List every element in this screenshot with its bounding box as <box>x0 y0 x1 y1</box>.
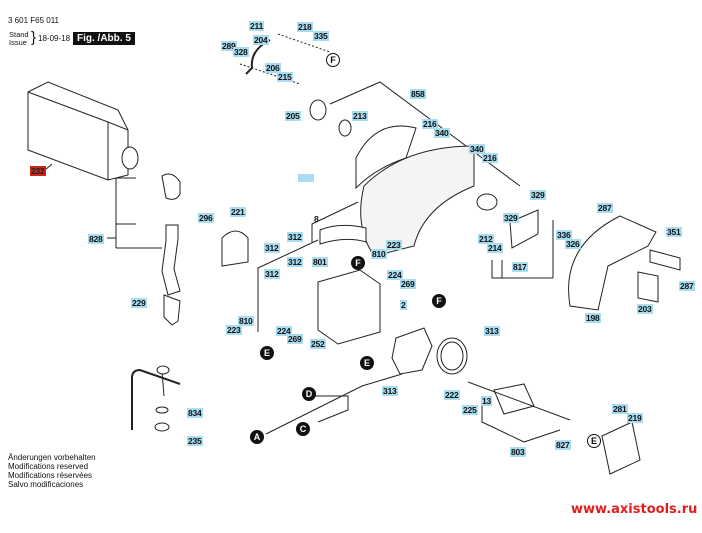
part-label-810: 810 <box>238 316 254 326</box>
issue-date: 18-09-18 <box>38 34 71 43</box>
stand-label: Stand <box>9 30 29 39</box>
part-label-312: 312 <box>264 243 280 253</box>
part-label-232-highlighted: 232 <box>30 166 46 176</box>
part-label-817: 817 <box>512 262 528 272</box>
part-label-810: 810 <box>371 249 387 259</box>
part-label-213: 213 <box>352 111 368 121</box>
part-label-219: 219 <box>627 413 643 423</box>
note-fr: Modifications réservées <box>8 471 93 480</box>
part-label-313: 313 <box>484 326 500 336</box>
part-label-218: 218 <box>297 22 313 32</box>
part-label-216: 216 <box>482 153 498 163</box>
callout-c: C <box>296 422 310 436</box>
callout-f: F <box>351 256 365 270</box>
part-label-287: 287 <box>679 281 695 291</box>
part-label-229: 229 <box>131 298 147 308</box>
part-label-205: 205 <box>285 111 301 121</box>
callout-f: F <box>432 294 446 308</box>
part-label-252: 252 <box>310 339 326 349</box>
part-label-281: 281 <box>612 404 628 414</box>
callout-e: E <box>260 346 274 360</box>
part-label-224: 224 <box>387 270 403 280</box>
brace: } <box>31 29 37 46</box>
callout-d: D <box>302 387 316 401</box>
callout-f: F <box>326 53 340 67</box>
part-label-223: 223 <box>226 325 242 335</box>
part-label-269: 269 <box>287 334 303 344</box>
part-label-198: 198 <box>585 313 601 323</box>
part-label-326: 326 <box>565 239 581 249</box>
part-label-287: 287 <box>597 203 613 213</box>
part-label-212: 212 <box>478 234 494 244</box>
part-label-224: 224 <box>276 326 292 336</box>
part-label-13: 13 <box>481 396 493 406</box>
callout-e: E <box>587 434 601 448</box>
part-label-312: 312 <box>287 257 303 267</box>
part-label-211: 211 <box>249 21 265 31</box>
part-label-312: 312 <box>264 269 280 279</box>
part-label-223: 223 <box>386 240 402 250</box>
part-label-803: 803 <box>510 447 526 457</box>
part-label-222: 222 <box>444 390 460 400</box>
part-label-216: 216 <box>422 119 438 129</box>
part-label-858: 858 <box>410 89 426 99</box>
part-label-351: 351 <box>666 227 682 237</box>
part-label-828: 828 <box>88 234 104 244</box>
callout-a: A <box>250 430 264 444</box>
part-label-206: 206 <box>265 63 281 73</box>
note-en: Modifications reserved <box>8 462 89 471</box>
part-label-335: 335 <box>313 31 329 41</box>
part-label-296: 296 <box>198 213 214 223</box>
part-label-blank <box>298 174 314 182</box>
modification-notes: Änderungen vorbehalten Modifications res… <box>8 453 96 489</box>
part-label-269: 269 <box>400 279 416 289</box>
part-label-2: 2 <box>400 300 407 310</box>
figure-label: Fig. /Abb. 5 <box>73 32 135 45</box>
part-label-215: 215 <box>277 72 293 82</box>
part-label-289: 289 <box>221 41 237 51</box>
part-label-225: 225 <box>462 405 478 415</box>
part-label-8: 8 <box>314 214 319 224</box>
part-label-329: 329 <box>530 190 546 200</box>
callout-e: E <box>360 356 374 370</box>
part-label-203: 203 <box>637 304 653 314</box>
stand-issue-label: Stand Issue <box>9 31 29 47</box>
part-label-235: 235 <box>187 436 203 446</box>
part-label-312: 312 <box>287 232 303 242</box>
part-label-340: 340 <box>434 128 450 138</box>
note-de: Änderungen vorbehalten <box>8 453 96 462</box>
note-es: Salvo modificaciones <box>8 480 84 489</box>
part-label-329: 329 <box>503 213 519 223</box>
part-label-827: 827 <box>555 440 571 450</box>
part-label-204: 204 <box>253 35 269 45</box>
issue-label: Issue <box>9 38 27 47</box>
part-label-340: 340 <box>469 144 485 154</box>
part-label-336: 336 <box>556 230 572 240</box>
part-label-214: 214 <box>487 243 503 253</box>
part-label-834: 834 <box>187 408 203 418</box>
part-number: 3 601 F65 011 <box>8 16 60 25</box>
part-label-221: 221 <box>230 207 246 217</box>
part-label-328: 328 <box>233 47 249 57</box>
part-label-801: 801 <box>312 257 328 267</box>
part-label-313: 313 <box>382 386 398 396</box>
watermark-url: www.axistools.ru <box>571 502 698 517</box>
